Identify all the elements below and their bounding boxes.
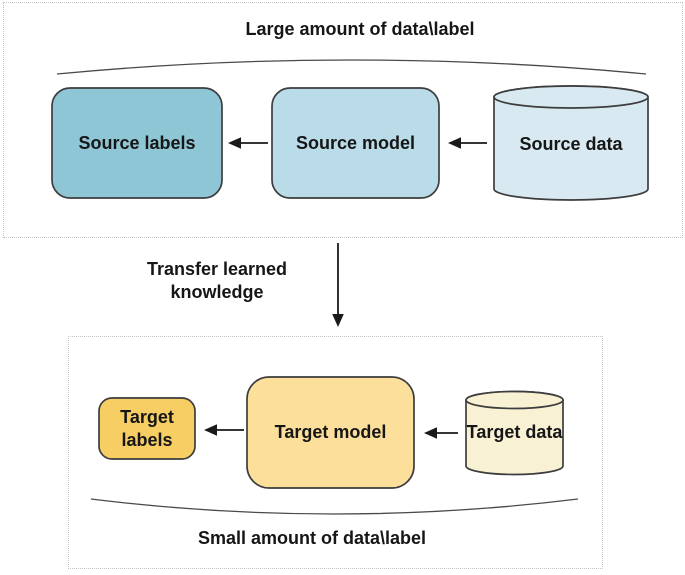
target-arrows [204, 424, 458, 439]
target-nodes [98, 376, 564, 489]
transfer-down-arrow [332, 243, 344, 327]
source-panel-title: Large amount of data\label [245, 18, 475, 39]
left-arrowhead-icon [448, 137, 461, 149]
cylinder-top-rim [465, 390, 564, 410]
target-panel-title: Small amount of data\label [197, 527, 427, 548]
source-domain-panel [3, 2, 683, 238]
arrow-target-model-to-labels [204, 424, 244, 436]
cylinder-top-rim [493, 85, 649, 109]
source-data-cylinder [493, 85, 649, 201]
target-labels-label: Target labels [120, 406, 174, 450]
left-arrowhead-icon [424, 427, 437, 439]
source-labels-label: Source labels [78, 132, 196, 153]
source-nodes [51, 85, 649, 201]
down-arrowhead-icon [332, 314, 344, 327]
target-model-label: Target model [274, 422, 387, 442]
target-labels-node [98, 397, 196, 460]
target-brace-arc [90, 498, 579, 515]
source-data-label: Source data [519, 133, 623, 154]
arrow-source-data-to-model [448, 137, 487, 149]
target-data-cylinder [465, 390, 564, 476]
left-arrowhead-icon [204, 424, 217, 436]
target-data-label: Target data [466, 421, 563, 442]
source-model-node [271, 87, 440, 199]
target-domain-panel [68, 336, 603, 569]
source-labels-node [51, 87, 223, 199]
arrow-source-model-to-labels [228, 137, 268, 149]
target-model-node [246, 376, 415, 489]
source-model-label: Source model [295, 132, 416, 153]
arrow-target-data-to-model [424, 427, 458, 439]
source-arrows [228, 137, 487, 327]
left-arrowhead-icon [228, 137, 241, 149]
transfer-knowledge-label: Transfer learned knowledge [146, 259, 288, 302]
source-brace-arc [56, 59, 647, 75]
